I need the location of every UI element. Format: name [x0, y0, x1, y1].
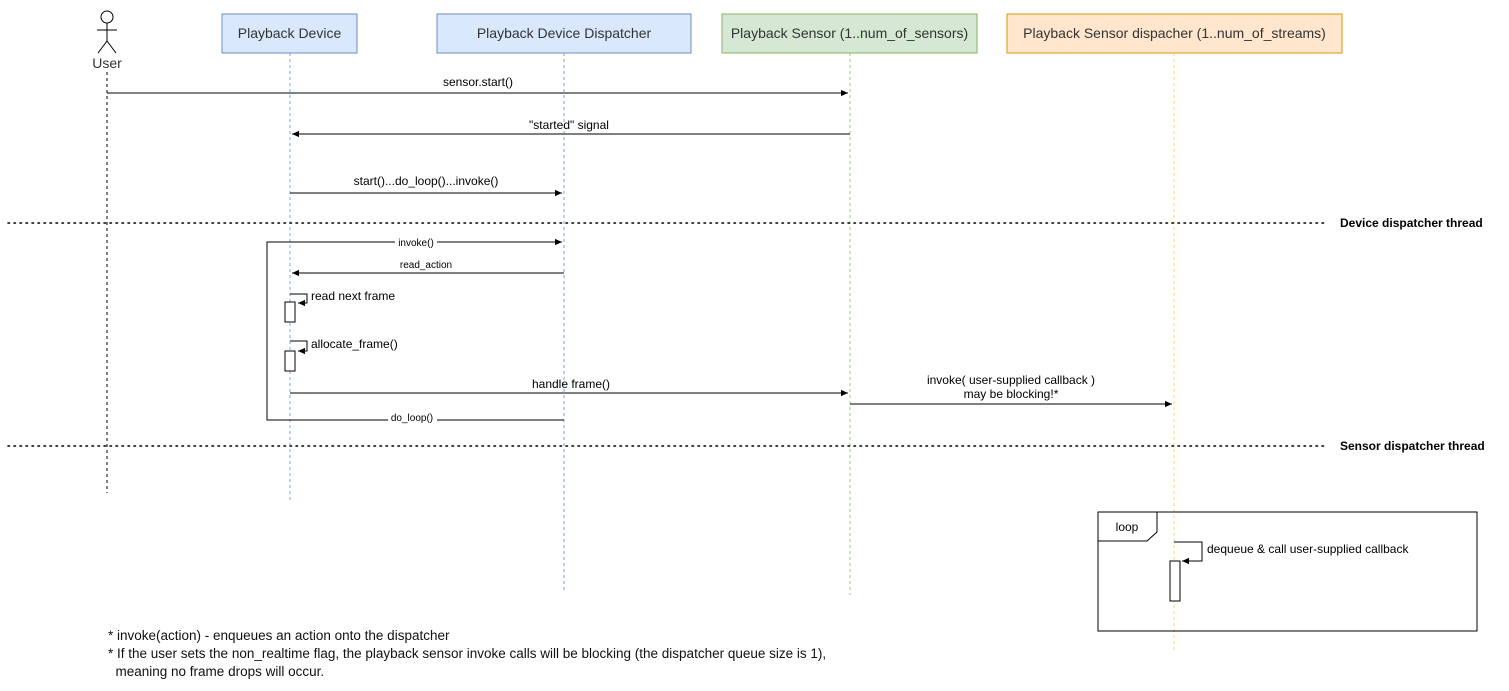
note-non-realtime: * If the user sets the non_realtime flag… — [108, 646, 827, 661]
do-loop-frame: invoke() do_loop() — [266, 236, 564, 424]
self-message-read-next-frame: read next frame — [284, 289, 395, 323]
user-actor: User — [92, 10, 122, 71]
participant-playback-device: Playback Device — [221, 13, 358, 54]
message-invoke-callback: invoke( user-supplied callback ) may be … — [850, 373, 1172, 408]
participant-box — [437, 14, 691, 53]
message-label: "started" signal — [529, 118, 609, 132]
participant-box — [222, 14, 357, 53]
message-sensor-start: sensor.start() — [107, 75, 848, 97]
participant-box — [722, 14, 977, 53]
message-label: handle frame() — [532, 377, 610, 391]
participant-playback-device-dispatcher: Playback Device Dispatcher — [436, 13, 692, 54]
activation-bar — [1169, 560, 1181, 602]
note-invoke-action: * invoke(action) - enqueues an action on… — [108, 628, 450, 643]
participant-label: Playback Sensor dispacher (1..num_of_str… — [1023, 25, 1326, 41]
invoke-label: invoke() — [398, 238, 434, 249]
message-label: allocate_frame() — [311, 337, 398, 351]
do-loop-label: do_loop() — [391, 413, 433, 424]
message-label-line1: invoke( user-supplied callback ) — [927, 373, 1095, 387]
participant-playback-sensor-dispacher: Playback Sensor dispacher (1..num_of_str… — [1006, 13, 1343, 54]
loop-label: loop — [1116, 520, 1139, 534]
message-read-action: read_action — [292, 260, 564, 277]
loop-tab — [1097, 511, 1158, 542]
message-label: start()...do_loop()...invoke() — [354, 174, 499, 188]
participant-box — [1007, 14, 1342, 53]
participant-label: Playback Device Dispatcher — [477, 25, 652, 41]
device-thread-label: Device dispatcher thread — [1340, 216, 1483, 230]
participant-label: Playback Device — [238, 25, 342, 41]
activation-bar — [284, 301, 296, 323]
message-started-signal: "started" signal — [292, 118, 850, 138]
self-message-dequeue: dequeue & call user-supplied callback — [1169, 541, 1409, 602]
message-handle-frame: handle frame() — [290, 377, 848, 397]
activation-bar — [284, 350, 296, 372]
message-label-line2: may be blocking!* — [964, 387, 1059, 401]
loop-fragment: loop — [1097, 511, 1478, 632]
participant-playback-sensor: Playback Sensor (1..num_of_sensors) — [721, 13, 978, 54]
participant-label: Playback Sensor (1..num_of_sensors) — [731, 25, 968, 41]
self-message-allocate-frame: allocate_frame() — [284, 337, 398, 372]
message-label: dequeue & call user-supplied callback — [1207, 542, 1409, 556]
message-label: read_action — [400, 260, 452, 271]
note-no-frame-drops: meaning no frame drops will occur. — [108, 664, 325, 679]
message-label: sensor.start() — [443, 75, 513, 89]
sensor-thread-label: Sensor dispatcher thread — [1340, 439, 1485, 453]
user-label: User — [92, 55, 122, 71]
message-label: read next frame — [311, 289, 395, 303]
message-start-do-loop-invoke: start()...do_loop()...invoke() — [290, 174, 562, 197]
